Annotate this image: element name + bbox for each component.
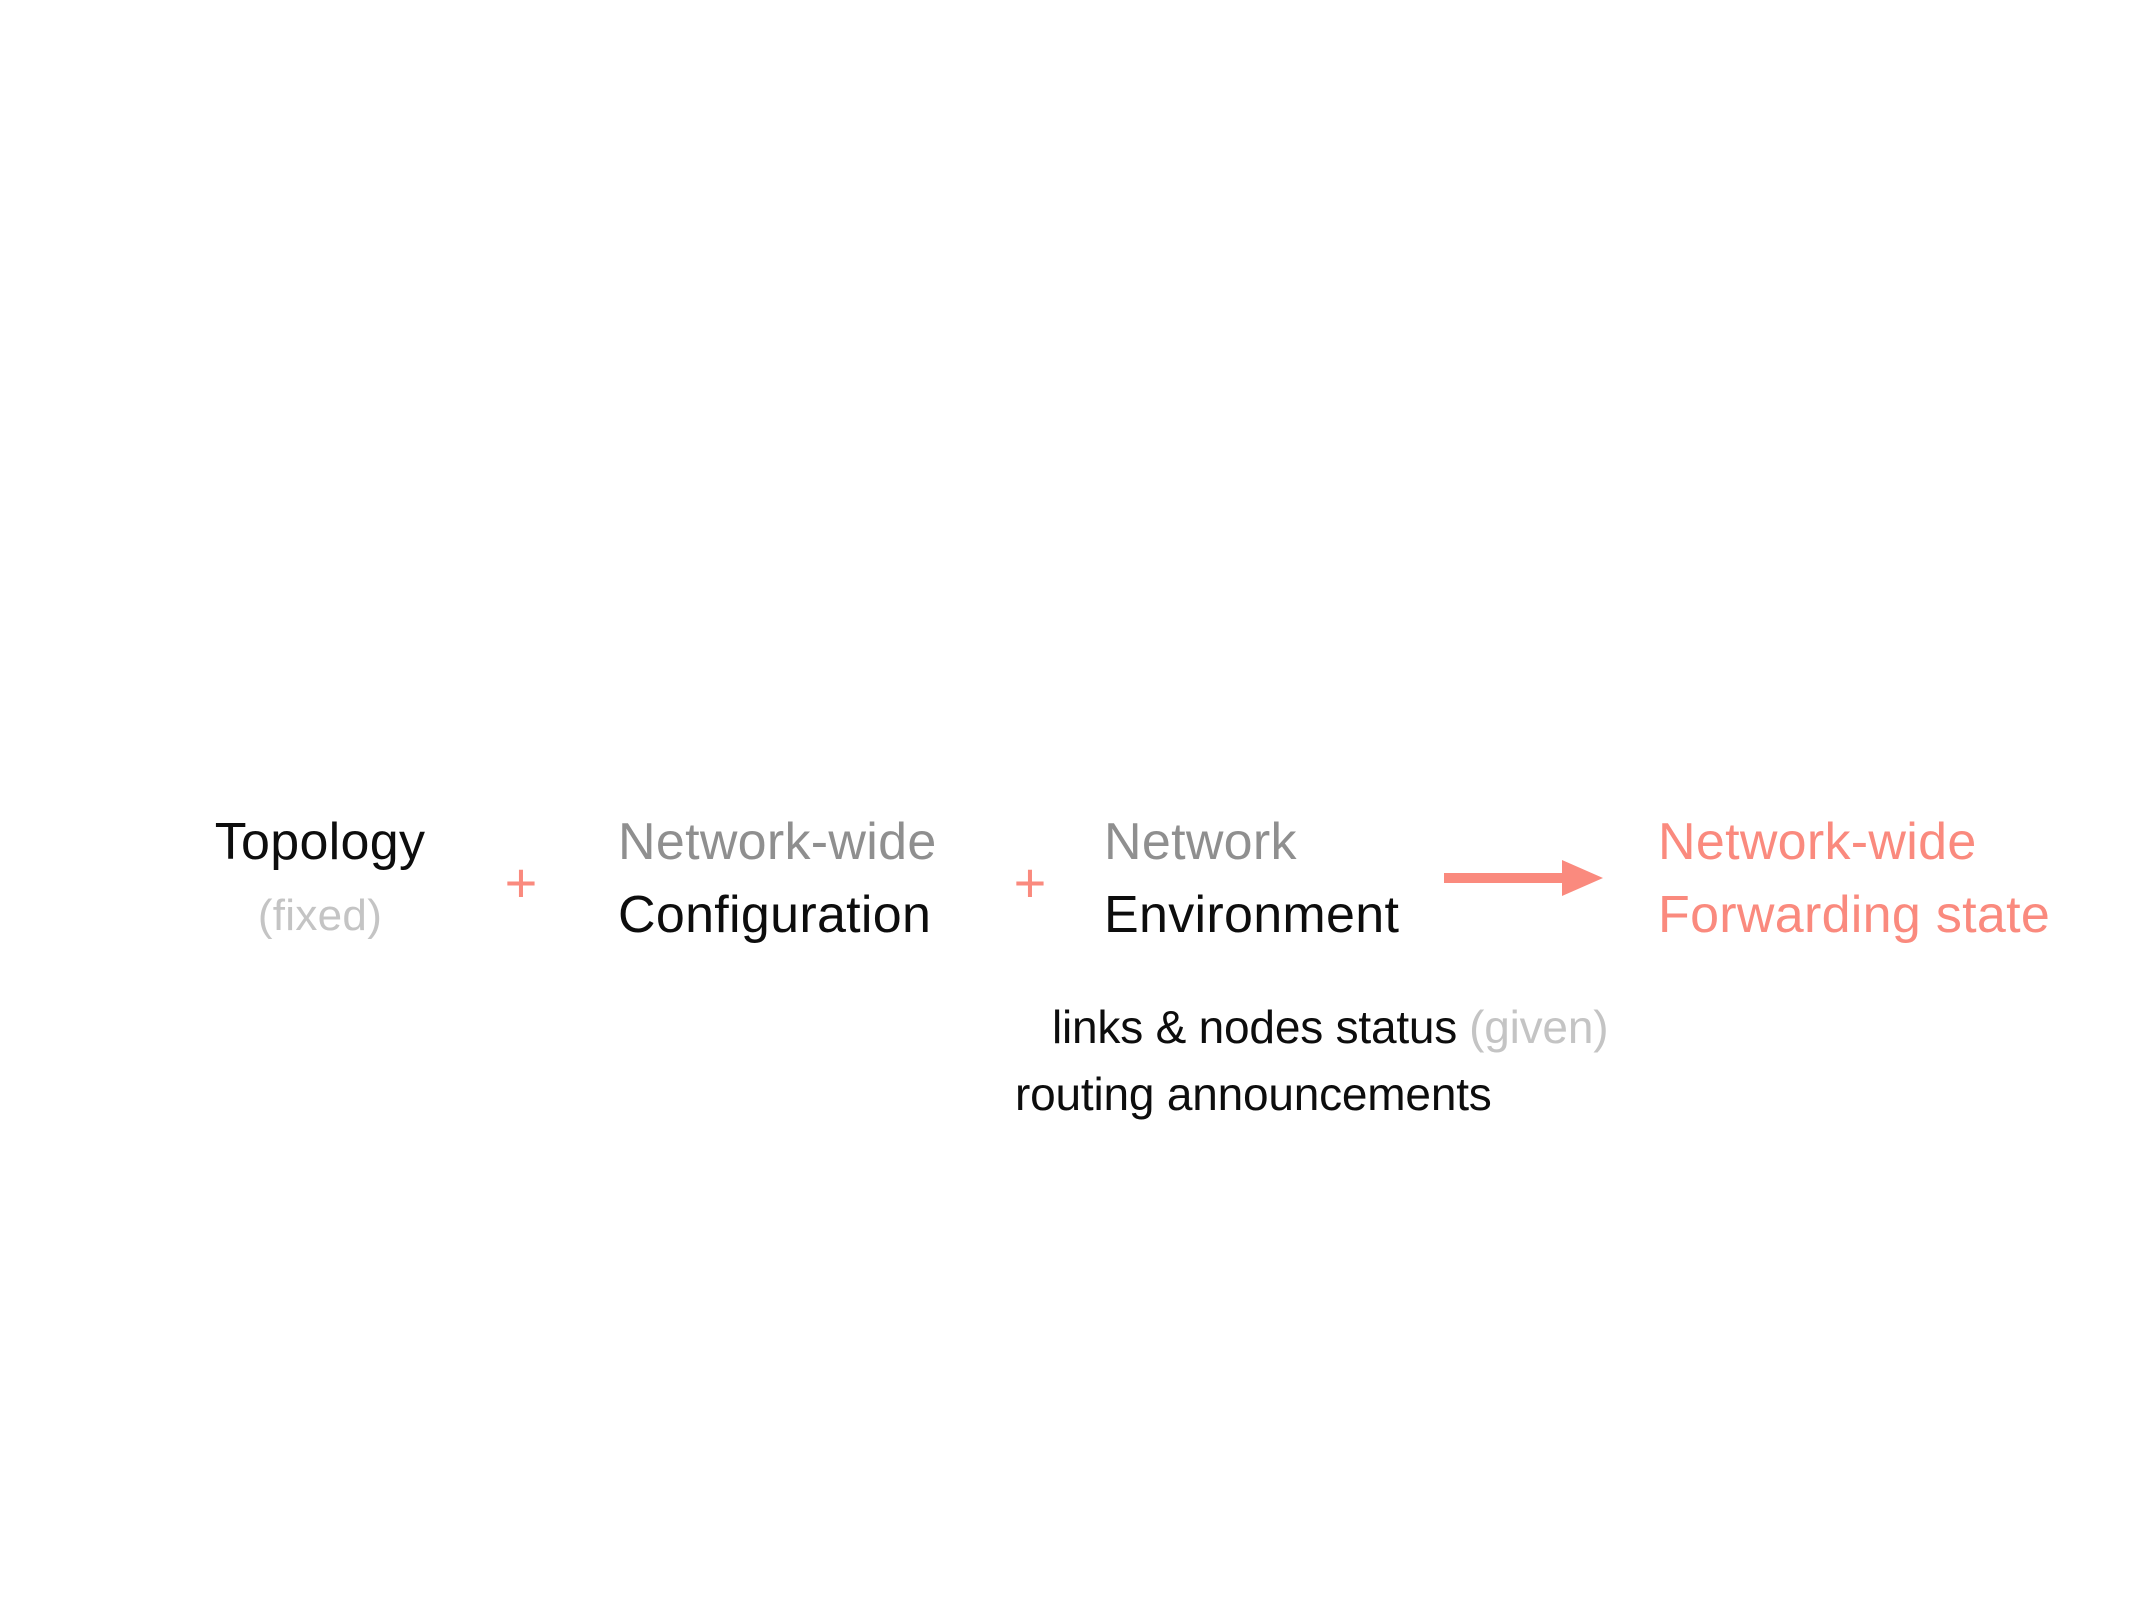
annotation-routing-line: routing announcements [1015, 1068, 1492, 1120]
configuration-qualifier: Network-wide [618, 813, 937, 871]
term-topology: Topology (fixed) [200, 806, 440, 952]
forwarding-title: Forwarding state [1658, 886, 2051, 944]
term-environment: Network Environment [1104, 806, 1399, 952]
arrow-head [1562, 860, 1603, 896]
arrow-shaft [1444, 873, 1566, 883]
forwarding-qualifier: Network-wide [1658, 813, 1977, 871]
arrow-right-icon [1444, 860, 1603, 896]
term-configuration: Network-wide Configuration [618, 806, 937, 952]
configuration-title: Configuration [618, 886, 932, 944]
annotation-status-line: links & nodes status(given) [1052, 1001, 1609, 1053]
topology-note: (fixed) [257, 891, 383, 940]
plus-operator-1: + [504, 851, 538, 914]
term-forwarding-state: Network-wide Forwarding state [1658, 806, 2050, 952]
environment-title: Environment [1104, 886, 1400, 944]
topology-title: Topology [214, 813, 426, 871]
status-note: (given) [1469, 1001, 1609, 1053]
plus-operator-2: + [1013, 851, 1047, 914]
environment-qualifier: Network [1104, 813, 1297, 871]
status-text: links & nodes status [1052, 1001, 1458, 1053]
